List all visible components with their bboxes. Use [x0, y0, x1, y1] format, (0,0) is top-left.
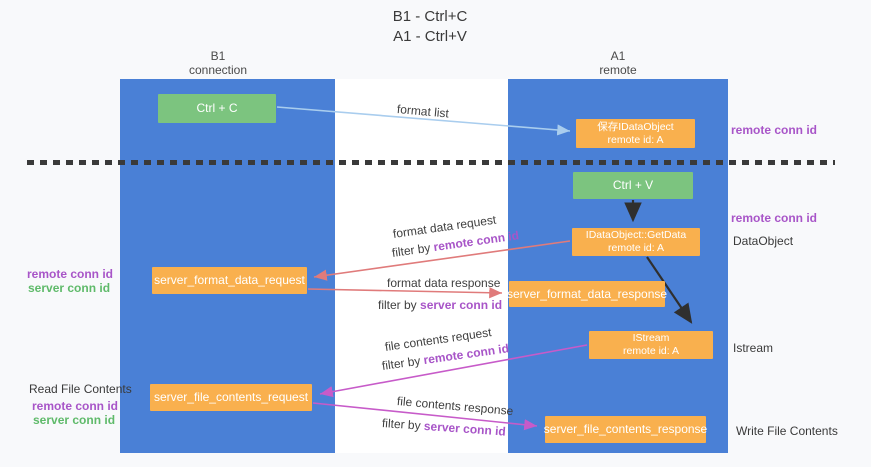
- column-b1-role: connection: [188, 63, 248, 77]
- node-server-format-data-request-label: server_format_data_request: [154, 273, 305, 287]
- node-server-format-data-response: server_format_data_response: [506, 281, 668, 307]
- filter-by-text: filter by: [381, 416, 425, 433]
- filter-by-text: filter by: [378, 298, 421, 312]
- column-header-b1: B1 connection: [148, 49, 288, 77]
- title-line-2: A1 - Ctrl+V: [393, 28, 467, 45]
- right-label-istream: Istream: [733, 341, 774, 355]
- node-save-idataobject-line2: remote id: A: [607, 133, 664, 146]
- node-server-file-contents-request-label: server_file_contents_request: [153, 390, 309, 404]
- node-ctrl-c-label: Ctrl + C: [196, 101, 238, 115]
- diagram-title: B1 - Ctrl+C A1 - Ctrl+V: [230, 7, 630, 47]
- node-server-file-contents-request: server_file_contents_request: [150, 384, 312, 411]
- phase-divider-dashed-line: [27, 160, 835, 165]
- node-istream-line2: remote id: A: [622, 345, 680, 357]
- node-server-format-data-request: server_format_data_request: [152, 267, 307, 294]
- server-conn-id-text: server conn id: [420, 298, 503, 312]
- label-format-data-response: format data response: [387, 276, 501, 290]
- left-label-read-file-contents: Read File Contents: [29, 382, 132, 396]
- node-getdata-line1: IDataObject::GetData: [585, 229, 687, 241]
- node-save-idataobject: 保存IDataObject remote id: A: [576, 119, 695, 148]
- node-idataobject-getdata: IDataObject::GetData remote id: A: [572, 228, 700, 256]
- right-label-remote-conn-id-2: remote conn id: [731, 211, 818, 225]
- left-label-remote-conn-id-bottom: remote conn id: [32, 399, 119, 413]
- node-istream: IStream remote id: A: [589, 331, 713, 359]
- node-ctrl-c: Ctrl + C: [158, 94, 276, 123]
- column-a1-role: remote: [599, 63, 637, 77]
- node-ctrl-v: Ctrl + V: [573, 172, 693, 199]
- node-ctrl-v-label: Ctrl + V: [612, 178, 654, 192]
- node-getdata-line2: remote id: A: [607, 242, 665, 254]
- node-istream-line1: IStream: [632, 332, 670, 344]
- node-server-file-contents-response-label: server_file_contents_response: [543, 422, 708, 436]
- node-server-file-contents-response: server_file_contents_response: [543, 416, 708, 443]
- right-label-remote-conn-id-1: remote conn id: [731, 123, 818, 137]
- label-filter-server-1: filter by server conn id: [378, 298, 502, 312]
- left-label-server-conn-id-mid: server conn id: [28, 281, 111, 295]
- left-label-remote-conn-id-mid: remote conn id: [27, 267, 114, 281]
- right-label-dataobject: DataObject: [733, 234, 794, 248]
- left-label-server-conn-id-bottom: server conn id: [33, 413, 116, 427]
- column-a1-name: A1: [610, 49, 626, 63]
- column-header-a1: A1 remote: [548, 49, 688, 77]
- column-b1-name: B1: [210, 49, 226, 63]
- right-label-write-file-contents: Write File Contents: [736, 424, 838, 438]
- node-server-format-data-response-label: server_format_data_response: [506, 286, 668, 301]
- node-save-idataobject-line1: 保存IDataObject: [597, 120, 674, 133]
- title-line-1: B1 - Ctrl+C: [392, 8, 468, 25]
